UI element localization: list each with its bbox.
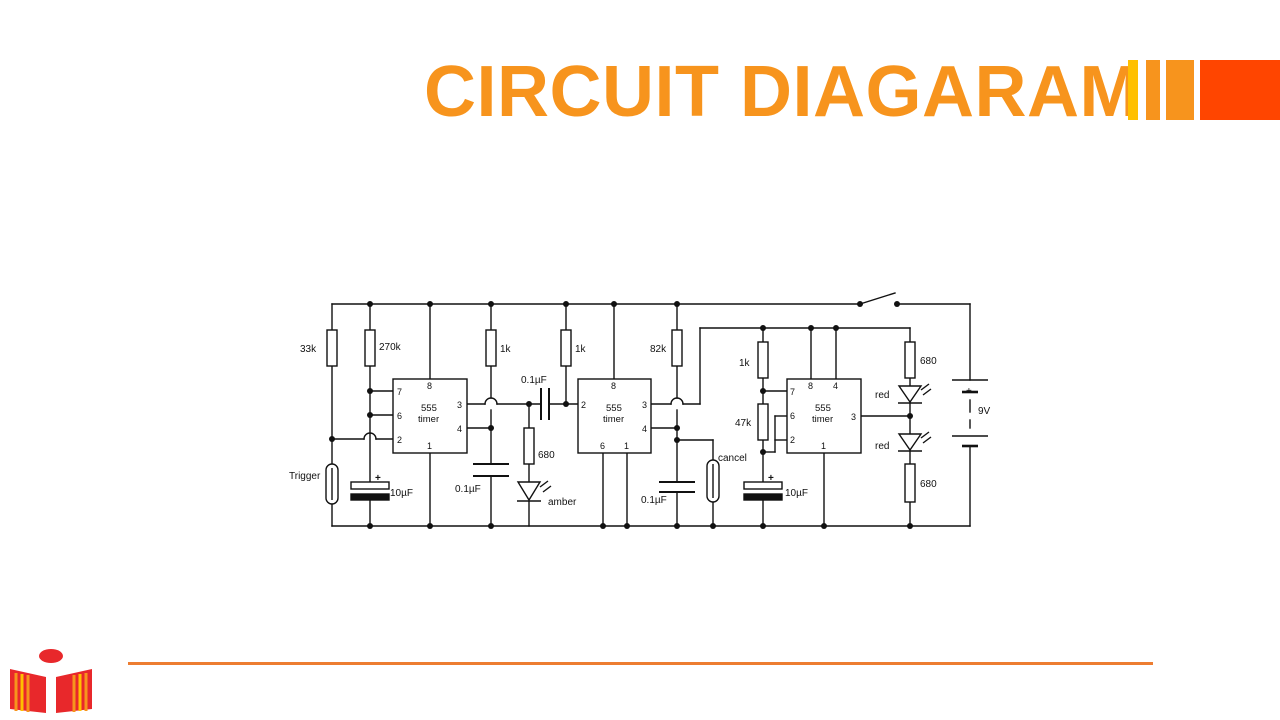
timer-1-label-line1: 555 bbox=[421, 403, 437, 414]
label-10uf-a: 10µF bbox=[390, 488, 413, 499]
timer-1-pin-7: 7 bbox=[397, 387, 402, 397]
resistor-1k-b bbox=[560, 329, 572, 367]
label-680-top: 680 bbox=[920, 356, 937, 367]
accent-bar-orange-1 bbox=[1146, 60, 1160, 120]
label-1k-a: 1k bbox=[500, 344, 512, 355]
label-47k: 47k bbox=[735, 418, 752, 429]
accent-bar-red bbox=[1200, 60, 1280, 120]
label-10uf-b: 10µF bbox=[785, 488, 808, 499]
junction-dots bbox=[329, 301, 913, 529]
label-0.1uf-coupling: 0.1µF bbox=[521, 375, 547, 386]
timer-3-pin-3: 3 bbox=[851, 412, 856, 422]
timer-1-pin-3: 3 bbox=[457, 400, 462, 410]
timer-3-pin-4: 4 bbox=[833, 381, 838, 391]
resistor-270k bbox=[364, 329, 376, 367]
label-trigger: Trigger bbox=[289, 471, 321, 482]
capacitor-10uf-a bbox=[350, 481, 390, 490]
timer-3-label-line2: timer bbox=[812, 414, 833, 425]
timer-ic-3 bbox=[786, 378, 862, 454]
timer-2-pin-1: 1 bbox=[624, 441, 629, 451]
resistor-82k bbox=[671, 329, 683, 367]
label-amber: amber bbox=[548, 497, 577, 508]
led-red-top bbox=[897, 385, 923, 404]
label-9v: 9V bbox=[978, 406, 991, 417]
timer-2-label-line1: 555 bbox=[606, 403, 622, 414]
timer-1-pin-8: 8 bbox=[427, 381, 432, 391]
cap-plus-b: + bbox=[768, 473, 774, 484]
label-1k-b: 1k bbox=[575, 344, 587, 355]
timer-2-pin-3: 3 bbox=[642, 400, 647, 410]
timer-ic-2 bbox=[577, 378, 652, 454]
label-red-bottom: red bbox=[875, 441, 889, 452]
label-680-amber: 680 bbox=[538, 450, 555, 461]
timer-1-label-line2: timer bbox=[418, 414, 439, 425]
footer-divider bbox=[128, 662, 1153, 665]
resistor-680-bottom bbox=[904, 463, 916, 503]
resistor-33k bbox=[326, 329, 338, 367]
page-title: CIRCUIT DIAGARAM bbox=[424, 52, 1140, 132]
capacitor-10uf-b bbox=[743, 481, 783, 490]
label-33k: 33k bbox=[300, 344, 317, 355]
label-0.1uf-b: 0.1µF bbox=[641, 495, 667, 506]
timer-1-pin-1: 1 bbox=[427, 441, 432, 451]
timer-2-label-line2: timer bbox=[603, 414, 624, 425]
timer-1-pin-4: 4 bbox=[457, 424, 462, 434]
label-red-top: red bbox=[875, 390, 889, 401]
circuit-diagram: 33k 270k 1k 1k 82k 1k 47k 680 680 680 10… bbox=[289, 292, 991, 529]
label-1k-c: 1k bbox=[739, 358, 751, 369]
battery bbox=[952, 379, 988, 448]
timer-2-pin-6: 6 bbox=[600, 441, 605, 451]
label-0.1uf-a: 0.1µF bbox=[455, 484, 481, 495]
label-270k: 270k bbox=[379, 342, 402, 353]
accent-bar-orange-2 bbox=[1166, 60, 1194, 120]
resistor-1k-c bbox=[757, 341, 769, 379]
resistor-47k bbox=[757, 403, 769, 441]
label-680-bottom: 680 bbox=[920, 479, 937, 490]
timer-3-pin-7: 7 bbox=[790, 387, 795, 397]
timer-2-pin-8: 8 bbox=[611, 381, 616, 391]
timer-3-pin-2: 2 bbox=[790, 435, 795, 445]
timer-1-pin-2: 2 bbox=[397, 435, 402, 445]
label-cancel: cancel bbox=[718, 453, 747, 464]
timer-3-pin-6: 6 bbox=[790, 411, 795, 421]
timer-1-pin-6: 6 bbox=[397, 411, 402, 421]
timer-2-pin-2: 2 bbox=[581, 400, 586, 410]
led-amber bbox=[516, 481, 542, 502]
timer-3-pin-1: 1 bbox=[821, 441, 826, 451]
resistor-680-amber bbox=[523, 427, 535, 465]
led-red-bottom bbox=[897, 433, 923, 452]
resistor-680-top bbox=[904, 341, 916, 379]
timer-3-pin-8: 8 bbox=[808, 381, 813, 391]
resistor-1k-a bbox=[485, 329, 497, 367]
timer-ic-1 bbox=[392, 378, 468, 454]
battery-plus: + bbox=[966, 386, 972, 397]
timer-2-pin-4: 4 bbox=[642, 424, 647, 434]
label-82k: 82k bbox=[650, 344, 667, 355]
timer-3-label-line1: 555 bbox=[815, 403, 831, 414]
brand-logo-icon bbox=[10, 649, 92, 713]
cap-plus-a: + bbox=[375, 473, 381, 484]
